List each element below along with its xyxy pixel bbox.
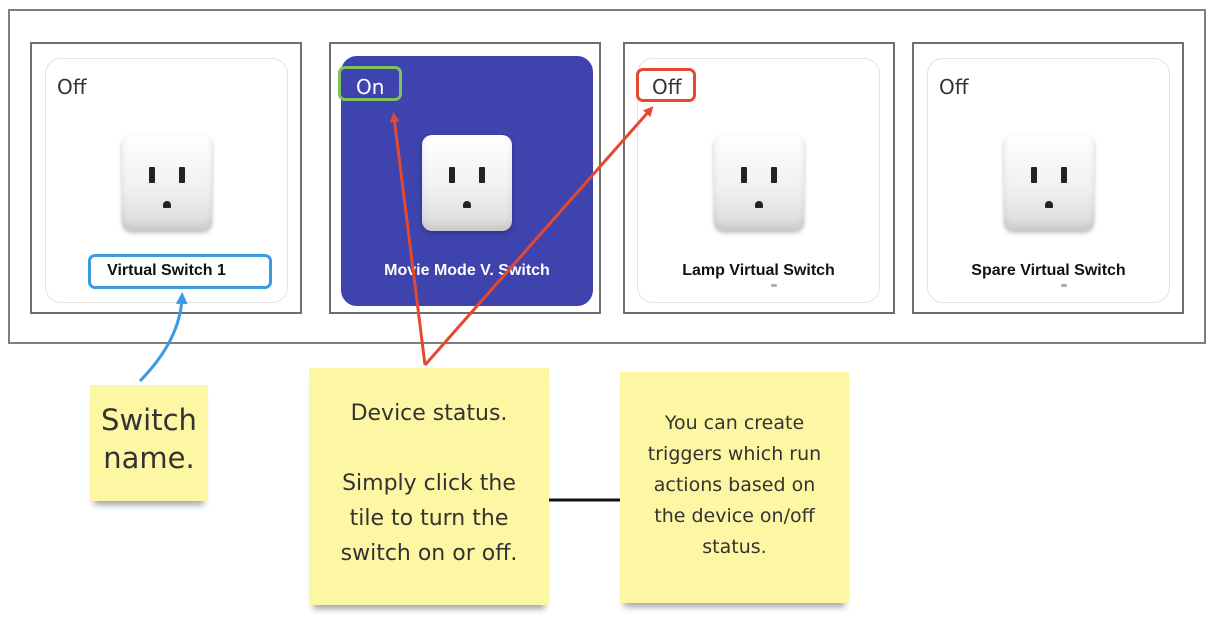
note-line: tile to turn the [349, 506, 509, 531]
device-name: Virtual Switch 1 [107, 262, 226, 279]
note-line [309, 431, 549, 466]
note-line: Simply click the [342, 471, 516, 496]
note-line: You can create [664, 412, 805, 434]
note-line: Device status. [350, 401, 508, 426]
device-name: Spare Virtual Switch [971, 262, 1126, 279]
device-name: Lamp Virtual Switch [682, 262, 835, 279]
power-outlet-icon [422, 135, 512, 231]
device-status: On [356, 75, 385, 99]
device-name: Movie Mode V. Switch [384, 262, 550, 279]
sticky-note-switch-name: Switch name. [90, 385, 208, 501]
sticky-note-device-status: Device status. Simply click the tile to … [309, 368, 549, 605]
device-tile-spare[interactable]: Off Spare Virtual Switch [927, 58, 1170, 303]
note-line: name. [103, 441, 195, 475]
power-outlet-icon [713, 135, 804, 231]
note-line: actions based on [653, 474, 816, 496]
note-line: triggers which run [647, 443, 822, 465]
note-line: Switch [101, 403, 197, 437]
highlight-switch-name [88, 254, 272, 289]
device-status: Off [939, 75, 969, 99]
note-line: switch on or off. [340, 541, 518, 566]
power-outlet-icon [1003, 135, 1094, 231]
device-status: Off [57, 75, 87, 99]
loading-indicator [771, 284, 777, 287]
highlight-status-on [338, 66, 402, 101]
note-line: status. [702, 536, 767, 558]
loading-indicator [1061, 284, 1067, 287]
power-outlet-icon [121, 135, 212, 231]
highlight-status-off [636, 68, 696, 102]
device-status: Off [652, 75, 682, 99]
device-tile-lamp[interactable]: Off Lamp Virtual Switch [637, 58, 880, 303]
note-line: the device on/off [654, 505, 815, 527]
sticky-note-triggers: You can create triggers which run action… [620, 372, 849, 603]
